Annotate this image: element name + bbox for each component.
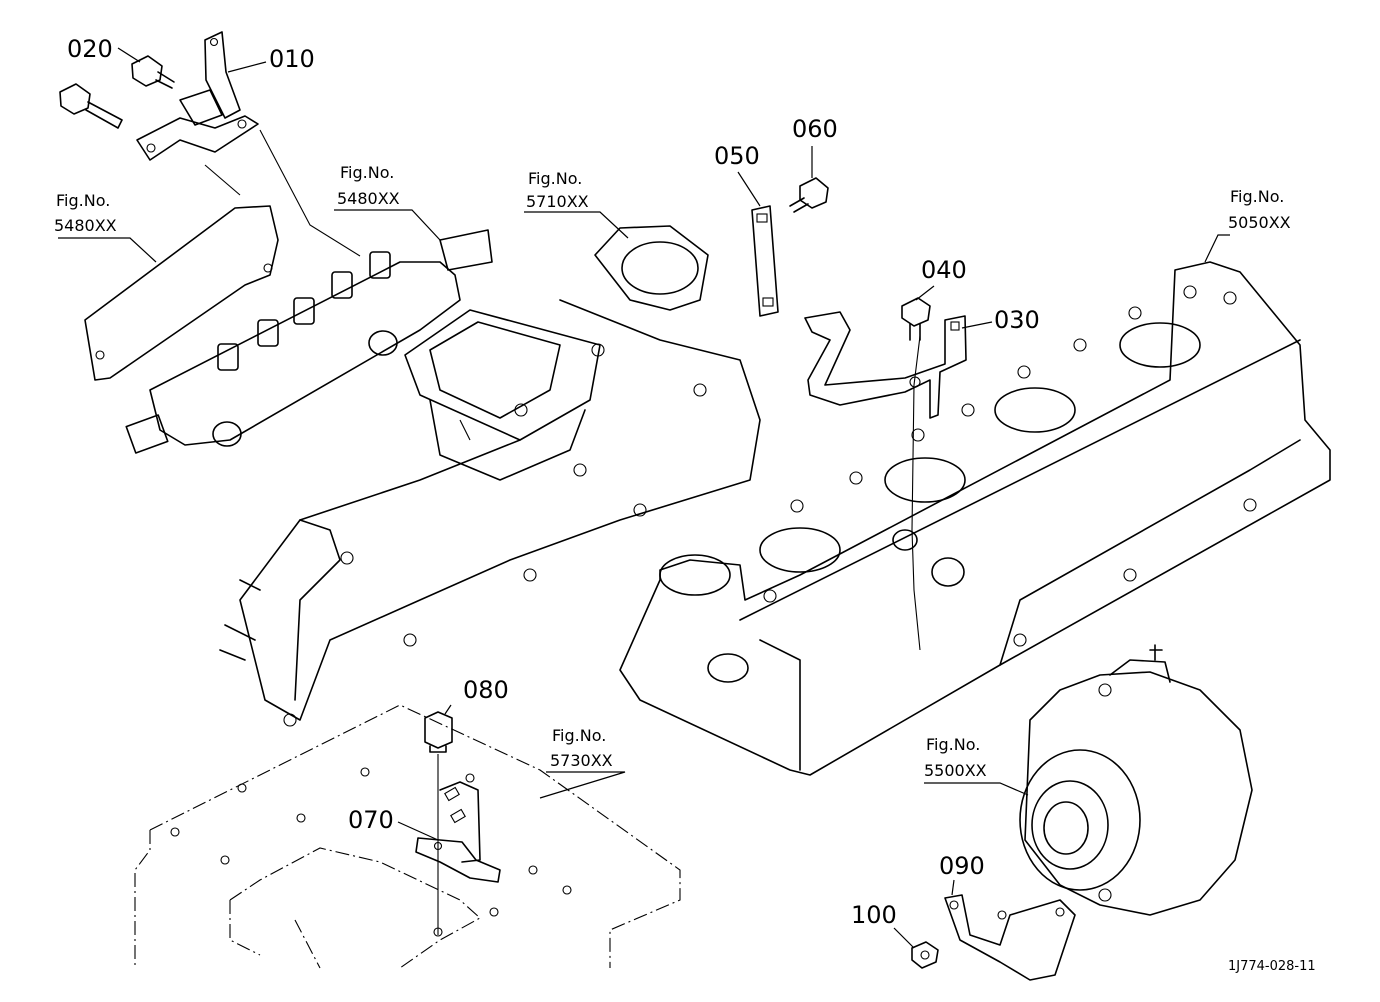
callout-080: 080 xyxy=(463,676,509,704)
plug-080[interactable] xyxy=(424,711,453,753)
bracket-090[interactable] xyxy=(944,894,1076,981)
bolt-020[interactable] xyxy=(59,55,175,129)
fig-ref-number: 5500XX xyxy=(924,761,987,780)
callout-010: 010 xyxy=(269,45,315,73)
drawing-code: 1J774-028-11 xyxy=(1228,959,1316,974)
callout-030: 030 xyxy=(994,306,1040,334)
figure-references: Fig.No. 5480XX Fig.No. 5480XX Fig.No. 57… xyxy=(54,163,1291,780)
fig-ref-label: Fig.No. xyxy=(528,169,582,188)
alternator xyxy=(1019,644,1253,916)
oil-pan xyxy=(134,704,681,969)
callout-040: 040 xyxy=(921,256,967,284)
fig-ref-label: Fig.No. xyxy=(56,191,110,210)
callout-070: 070 xyxy=(348,806,394,834)
callout-060: 060 xyxy=(792,115,838,143)
intake-manifold xyxy=(219,225,761,727)
bolt-040[interactable] xyxy=(901,297,931,341)
callout-090: 090 xyxy=(939,852,985,880)
bracket-070[interactable] xyxy=(415,781,501,883)
plate-050[interactable] xyxy=(751,205,779,317)
fig-ref-number: 5730XX xyxy=(550,751,613,770)
fig-ref-label: Fig.No. xyxy=(926,735,980,754)
nut-100[interactable] xyxy=(911,941,939,969)
callout-020: 020 xyxy=(67,35,113,63)
fig-ref-number: 5480XX xyxy=(337,189,400,208)
callout-labels: 010 020 030 040 050 060 070 080 090 100 xyxy=(67,35,1040,929)
callout-050: 050 xyxy=(714,142,760,170)
bracket-010[interactable] xyxy=(136,31,259,161)
bracket-030[interactable] xyxy=(804,311,967,419)
fig-ref-number: 5710XX xyxy=(526,192,589,211)
common-rail[interactable] xyxy=(125,229,493,454)
callout-100: 100 xyxy=(851,901,897,929)
fig-ref-label: Fig.No. xyxy=(340,163,394,182)
assembly-lines xyxy=(204,129,921,935)
rail-bracket xyxy=(84,205,279,381)
leader-lines xyxy=(58,47,1230,949)
fig-ref-number: 5050XX xyxy=(1228,213,1291,232)
bolt-060[interactable] xyxy=(789,177,829,213)
fig-ref-label: Fig.No. xyxy=(1230,187,1284,206)
fig-ref-label: Fig.No. xyxy=(552,726,606,745)
fig-ref-number: 5480XX xyxy=(54,216,117,235)
head-cover xyxy=(619,261,1331,776)
